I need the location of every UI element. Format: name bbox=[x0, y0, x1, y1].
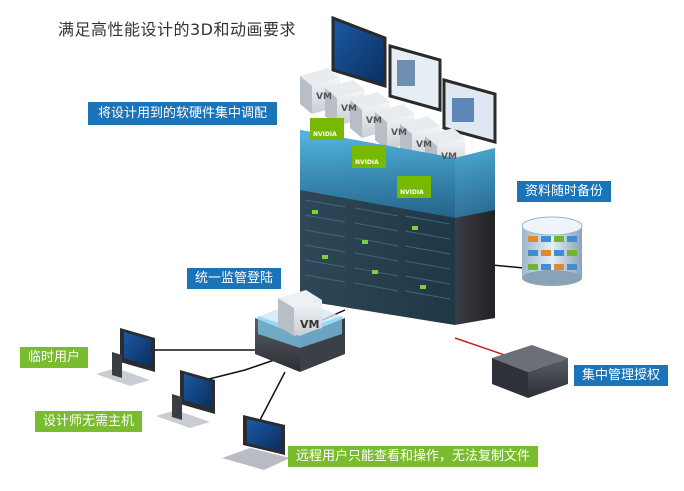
nvidia-label-1: NVIDIA bbox=[313, 131, 337, 138]
server-rack bbox=[300, 130, 495, 325]
vm-label-3: VM bbox=[366, 116, 382, 126]
label-allocate: 将设计用到的软硬件集中调配 bbox=[88, 102, 278, 125]
label-auth: 集中管理授权 bbox=[574, 365, 669, 386]
vm-label-login: VM bbox=[300, 318, 320, 331]
label-temp-user: 临时用户 bbox=[20, 347, 89, 368]
label-designer: 设计师无需主机 bbox=[35, 411, 143, 432]
label-remote-user: 远程用户只能查看和操作，无法复制文件 bbox=[288, 446, 539, 467]
nvidia-label-2: NVIDIA bbox=[355, 159, 379, 166]
vm-label-2: VM bbox=[341, 104, 357, 114]
login-vm-server bbox=[255, 290, 345, 372]
authorization-server-icon bbox=[492, 345, 568, 398]
vm-label-4: VM bbox=[391, 128, 407, 138]
nvidia-badges bbox=[310, 118, 431, 198]
label-unified-login: 统一监管登陆 bbox=[187, 268, 282, 289]
laptop bbox=[222, 415, 290, 470]
vm-label-1: VM bbox=[316, 92, 332, 102]
diagram-title: 满足高性能设计的3D和动画要求 bbox=[58, 20, 297, 39]
label-backup: 资料随时备份 bbox=[517, 181, 612, 202]
nvidia-label-3: NVIDIA bbox=[400, 189, 424, 196]
vm-cubes bbox=[300, 68, 465, 174]
vm-label-6: VM bbox=[441, 152, 457, 162]
top-monitors bbox=[331, 15, 497, 144]
backup-storage-icon bbox=[521, 216, 583, 286]
desktop-pc-2 bbox=[156, 370, 215, 428]
vm-label-5: VM bbox=[416, 140, 432, 150]
desktop-pc-1 bbox=[96, 328, 155, 386]
